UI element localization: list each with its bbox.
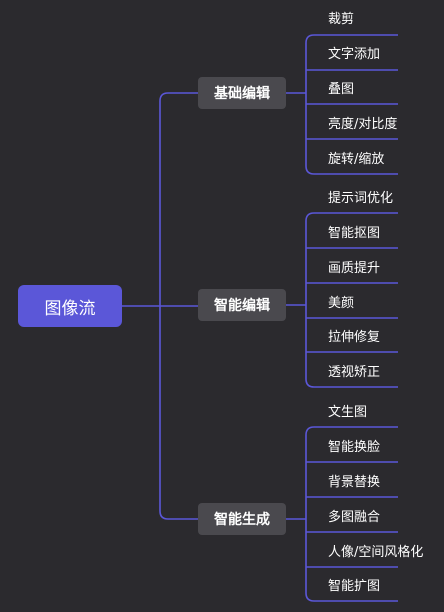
leaf-node[interactable]: 文字添加 bbox=[328, 47, 381, 62]
root-node[interactable]: 图像流 bbox=[18, 285, 122, 327]
leaf-node[interactable]: 叠图 bbox=[328, 82, 355, 97]
leaf-trunk-connector bbox=[305, 212, 315, 388]
leaf-node[interactable]: 人像/空间风格化 bbox=[328, 545, 424, 560]
leaf-node[interactable]: 亮度/对比度 bbox=[328, 117, 398, 132]
leaf-node[interactable]: 美颜 bbox=[328, 296, 355, 311]
leaf-node[interactable]: 智能抠图 bbox=[328, 226, 381, 241]
trunk-connector bbox=[159, 92, 169, 520]
leaf-node[interactable]: 背景替换 bbox=[328, 475, 381, 490]
branch-smart-generate[interactable]: 智能生成 bbox=[198, 503, 286, 535]
leaf-node[interactable]: 智能换脸 bbox=[328, 440, 381, 455]
leaf-node[interactable]: 透视矫正 bbox=[328, 365, 381, 380]
leaf-node[interactable]: 画质提升 bbox=[328, 261, 381, 276]
leaf-node[interactable]: 文生图 bbox=[328, 405, 368, 420]
leaf-node[interactable]: 裁剪 bbox=[328, 12, 355, 27]
branch-smart-edit[interactable]: 智能编辑 bbox=[198, 289, 286, 321]
leaf-node[interactable]: 拉伸修复 bbox=[328, 330, 381, 345]
leaf-node[interactable]: 智能扩图 bbox=[328, 579, 381, 594]
leaf-node[interactable]: 多图融合 bbox=[328, 510, 381, 525]
branch-basic-edit[interactable]: 基础编辑 bbox=[198, 77, 286, 109]
leaf-trunk-connector bbox=[305, 426, 315, 602]
leaf-node[interactable]: 提示词优化 bbox=[328, 191, 394, 206]
leaf-node[interactable]: 旋转/缩放 bbox=[328, 152, 385, 167]
